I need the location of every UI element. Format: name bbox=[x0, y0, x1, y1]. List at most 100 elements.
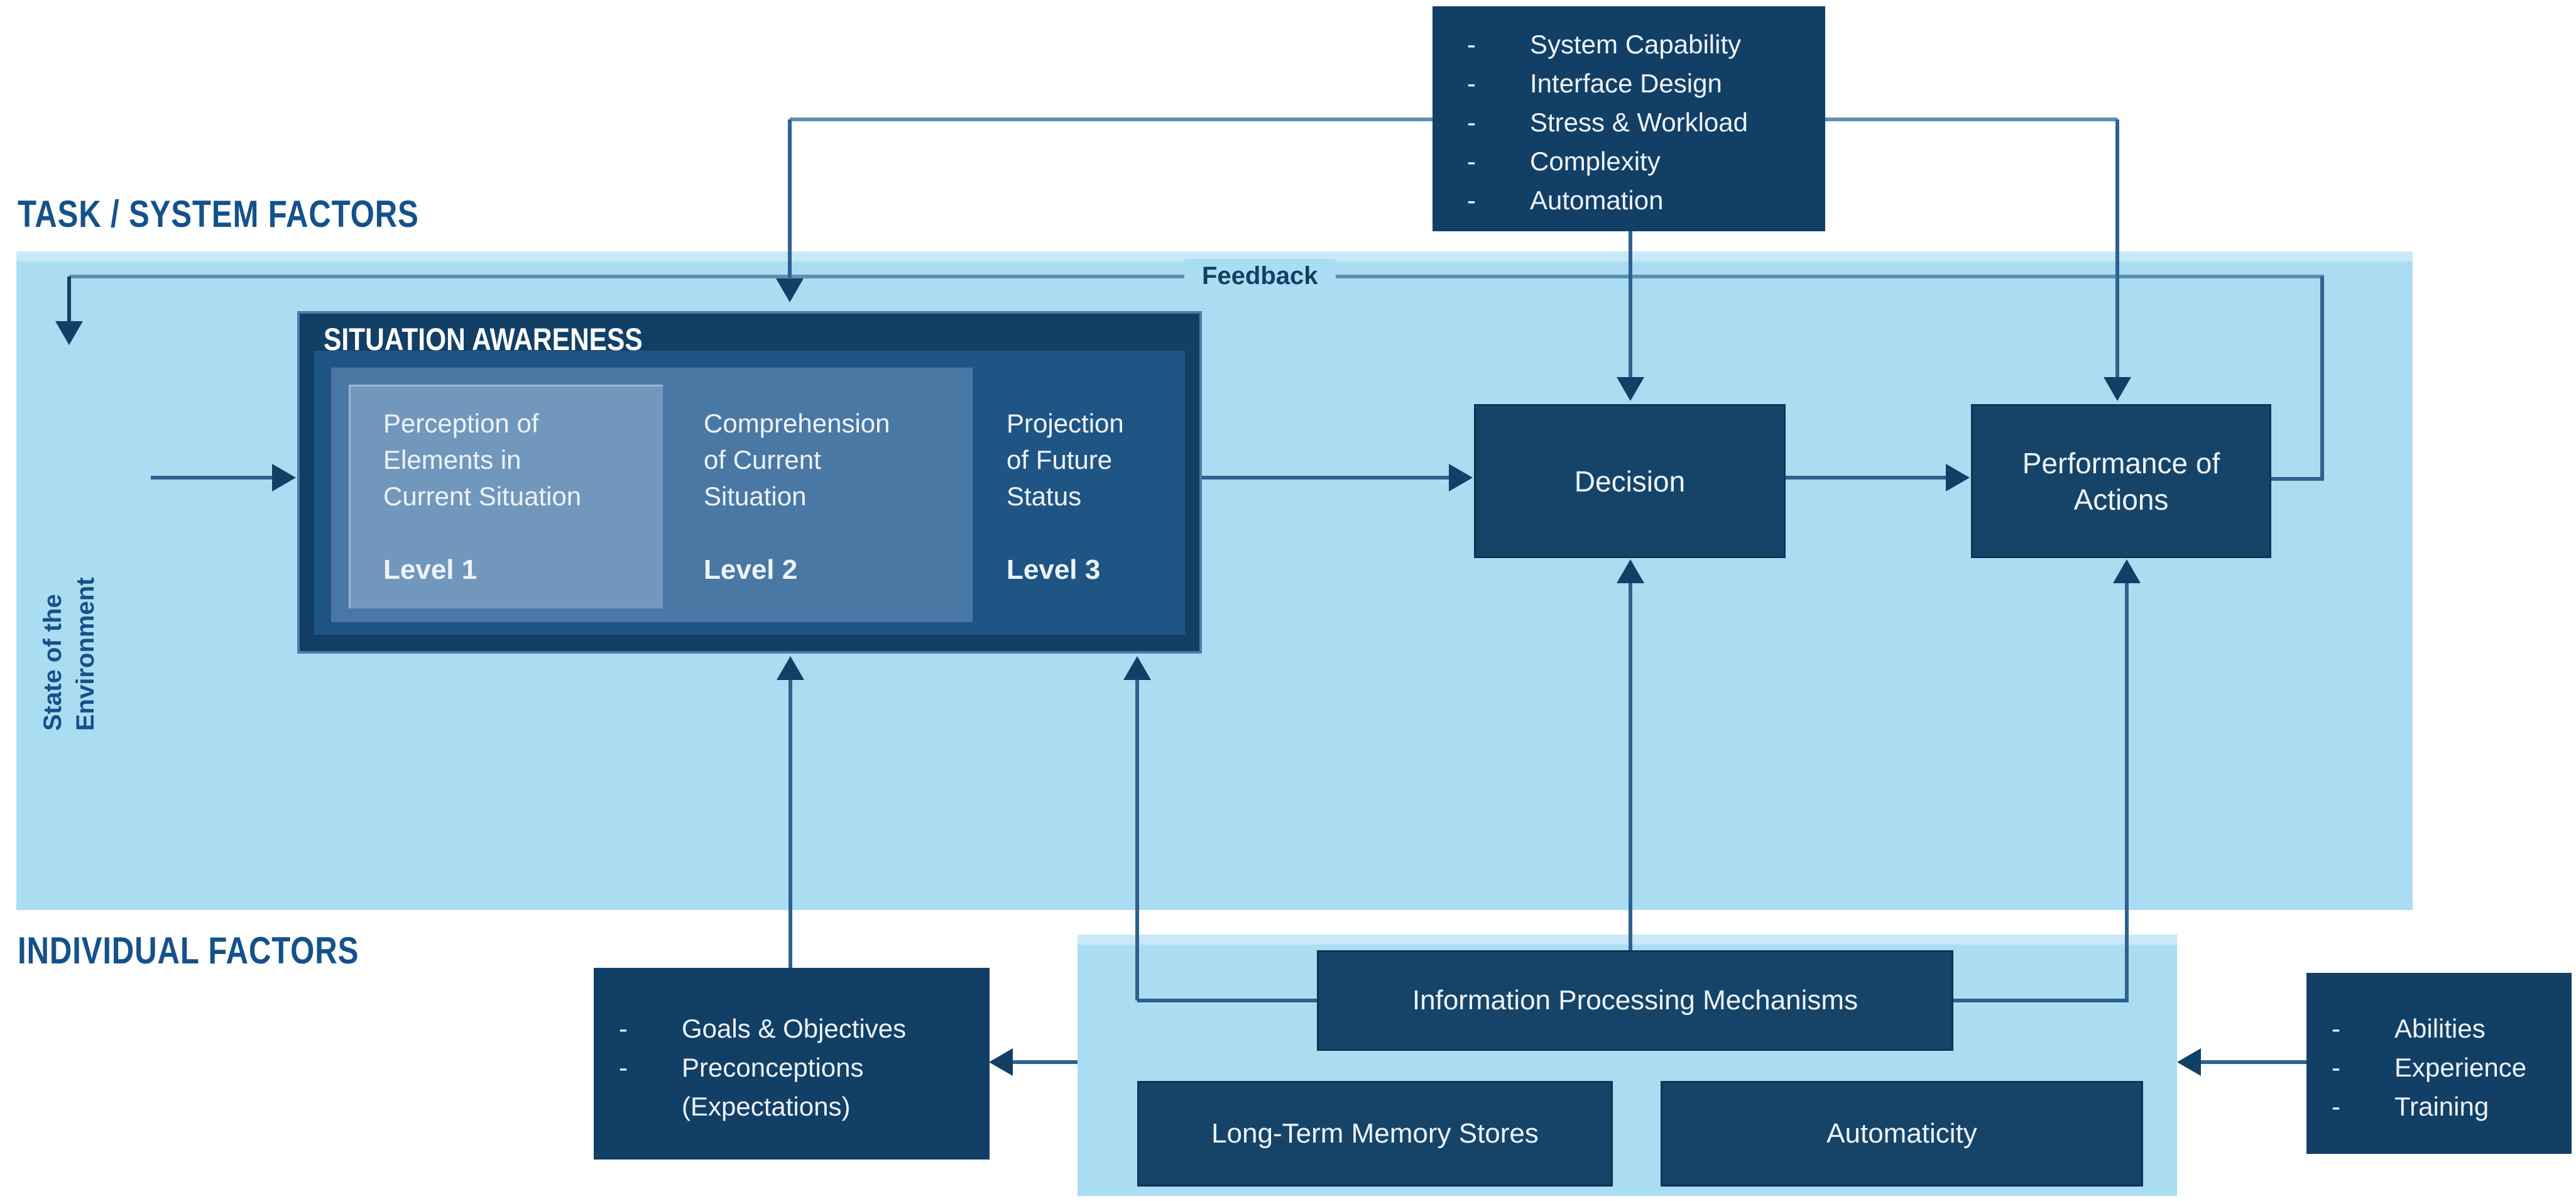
sa-text-line: of Future bbox=[1007, 445, 1113, 474]
bullet-dash: - bbox=[1467, 30, 1476, 59]
abilities-row: - Experience bbox=[2332, 1048, 2572, 1087]
sa-level3-description: Projection of Future Status bbox=[1007, 405, 1124, 515]
task-factor-label: Automation bbox=[1530, 185, 1664, 215]
task-factor-row: - System Capability bbox=[1467, 25, 1825, 64]
connector-goals-to-sa bbox=[789, 680, 792, 968]
performance-label: Performance of Actions bbox=[2022, 445, 2220, 518]
sa-level2-label: Level 2 bbox=[704, 554, 798, 585]
connector-feedback-right-vertical bbox=[2320, 277, 2324, 479]
bullet-dash: - bbox=[619, 1053, 628, 1082]
feedback-label: Feedback bbox=[1184, 259, 1336, 293]
sa-text-line: Elements in bbox=[383, 445, 521, 474]
connector-topline-to-sa bbox=[788, 119, 792, 278]
info-processing-label: Information Processing Mechanisms bbox=[1412, 985, 1858, 1016]
arrowhead-into-decision-left bbox=[1449, 464, 1473, 491]
goals-row: - Preconceptions bbox=[619, 1048, 990, 1087]
arrowhead-into-performance-top bbox=[2104, 377, 2131, 401]
task-factor-label: Interface Design bbox=[1530, 69, 1722, 98]
task-system-heading: TASK / SYSTEM FACTORS bbox=[18, 193, 419, 235]
sa-level1-label: Level 1 bbox=[383, 554, 478, 585]
connector-panel-to-goals bbox=[1012, 1060, 1078, 1064]
connector-info-to-decision bbox=[1629, 582, 1632, 950]
goals-box: - Goals & Objectives - Preconceptions (E… bbox=[594, 968, 990, 1160]
arrowhead-into-goals-right bbox=[989, 1048, 1013, 1076]
connector-topline-to-performance bbox=[2115, 119, 2119, 377]
bullet-dash: - bbox=[2332, 1014, 2340, 1043]
task-factor-row: - Interface Design bbox=[1467, 64, 1825, 103]
goals-row: - Goals & Objectives bbox=[619, 1009, 990, 1048]
connector-panel-to-performance bbox=[2125, 582, 2129, 1001]
abilities-label: Experience bbox=[2394, 1053, 2527, 1082]
connector-info-left-stub bbox=[1137, 999, 1317, 1002]
sa-text-line: of Current bbox=[704, 445, 821, 474]
sa-text-line: Perception of bbox=[383, 409, 539, 438]
bullet-dash: - bbox=[1467, 185, 1476, 215]
sa-level2-description: Comprehension of Current Situation bbox=[704, 405, 890, 515]
connector-abilities-to-panel bbox=[2200, 1060, 2306, 1064]
goals-label: Preconceptions bbox=[682, 1053, 864, 1082]
abilities-row: - Training bbox=[2332, 1087, 2572, 1126]
arrowhead-panel-into-sa-bottom bbox=[1123, 656, 1151, 680]
bullet-dash: - bbox=[2332, 1053, 2340, 1082]
connector-performance-feedback-stub bbox=[2271, 477, 2324, 481]
task-factors-box: - System Capability - Interface Design -… bbox=[1433, 6, 1825, 231]
goals-row: (Expectations) bbox=[619, 1087, 990, 1126]
arrowhead-into-decision-top bbox=[1617, 377, 1644, 401]
task-factor-row: - Complexity bbox=[1467, 142, 1825, 181]
bullet-dash: - bbox=[2332, 1092, 2340, 1121]
abilities-box: - Abilities - Experience - Training bbox=[2306, 973, 2572, 1154]
sa-level1-description: Perception of Elements in Current Situat… bbox=[383, 405, 581, 515]
arrowhead-into-panel-right bbox=[2177, 1048, 2201, 1076]
automaticity-label: Automaticity bbox=[1826, 1118, 1977, 1149]
task-factor-label: Complexity bbox=[1530, 146, 1661, 176]
performance-box: Performance of Actions bbox=[1971, 404, 2271, 558]
connector-feedback-left-vertical bbox=[67, 277, 71, 321]
performance-line1: Performance of bbox=[2022, 446, 2220, 480]
task-factor-row: - Automation bbox=[1467, 181, 1825, 220]
sa-text-line: Situation bbox=[704, 481, 807, 511]
sa-text-line: Projection bbox=[1007, 409, 1124, 438]
bullet-dash: - bbox=[1467, 107, 1476, 137]
sa-level1-box bbox=[349, 385, 663, 608]
connector-environment-to-sa bbox=[151, 476, 275, 480]
sa-text-line: Status bbox=[1007, 481, 1082, 511]
state-of-environment-line2: Environment bbox=[72, 577, 99, 731]
task-factor-label: System Capability bbox=[1530, 30, 1742, 59]
arrowhead-into-performance-left bbox=[1946, 464, 1970, 491]
info-processing-box: Information Processing Mechanisms bbox=[1317, 950, 1953, 1051]
arrowhead-goals-into-sa-bottom bbox=[777, 656, 804, 680]
sa-level3-label: Level 3 bbox=[1007, 554, 1101, 585]
connector-info-right-stub bbox=[1953, 999, 2129, 1002]
individual-factors-heading: INDIVIDUAL FACTORS bbox=[18, 930, 359, 972]
arrowhead-into-decision-bottom bbox=[1617, 559, 1644, 583]
performance-line2: Actions bbox=[2073, 483, 2169, 516]
bullet-dash: - bbox=[1467, 146, 1476, 176]
automaticity-box: Automaticity bbox=[1661, 1081, 2143, 1187]
state-of-environment-label: State of the Environment bbox=[36, 348, 102, 731]
goals-label: (Expectations) bbox=[682, 1092, 851, 1121]
arrowhead-feedback-left bbox=[55, 321, 83, 345]
decision-box: Decision bbox=[1474, 404, 1786, 558]
sa-text-line: Comprehension bbox=[704, 409, 890, 438]
abilities-label: Training bbox=[2394, 1092, 2489, 1121]
task-factor-row: - Stress & Workload bbox=[1467, 103, 1825, 142]
ltm-box: Long-Term Memory Stores bbox=[1137, 1081, 1613, 1187]
arrowhead-into-performance-bottom bbox=[2113, 559, 2141, 583]
ltm-label: Long-Term Memory Stores bbox=[1211, 1118, 1539, 1149]
connector-decision-to-performance bbox=[1786, 476, 1950, 480]
bullet-dash-empty bbox=[619, 1087, 682, 1126]
connector-panel-to-sa bbox=[1135, 680, 1139, 1001]
bullet-dash: - bbox=[1467, 69, 1476, 98]
abilities-row: - Abilities bbox=[2332, 1009, 2572, 1048]
state-of-environment-line1: State of the bbox=[39, 594, 67, 731]
connector-sa-to-decision bbox=[1202, 476, 1453, 480]
arrowhead-into-sa-top bbox=[776, 278, 804, 302]
goals-label: Goals & Objectives bbox=[682, 1014, 907, 1043]
abilities-label: Abilities bbox=[2394, 1014, 2486, 1043]
sa-text-line: Current Situation bbox=[383, 481, 582, 511]
arrowhead-into-sa-left bbox=[272, 464, 296, 491]
decision-label: Decision bbox=[1574, 464, 1686, 498]
situation-awareness-box: SITUATION AWARENESS Perception of Elemen… bbox=[297, 311, 1202, 654]
task-factor-label: Stress & Workload bbox=[1530, 107, 1749, 137]
